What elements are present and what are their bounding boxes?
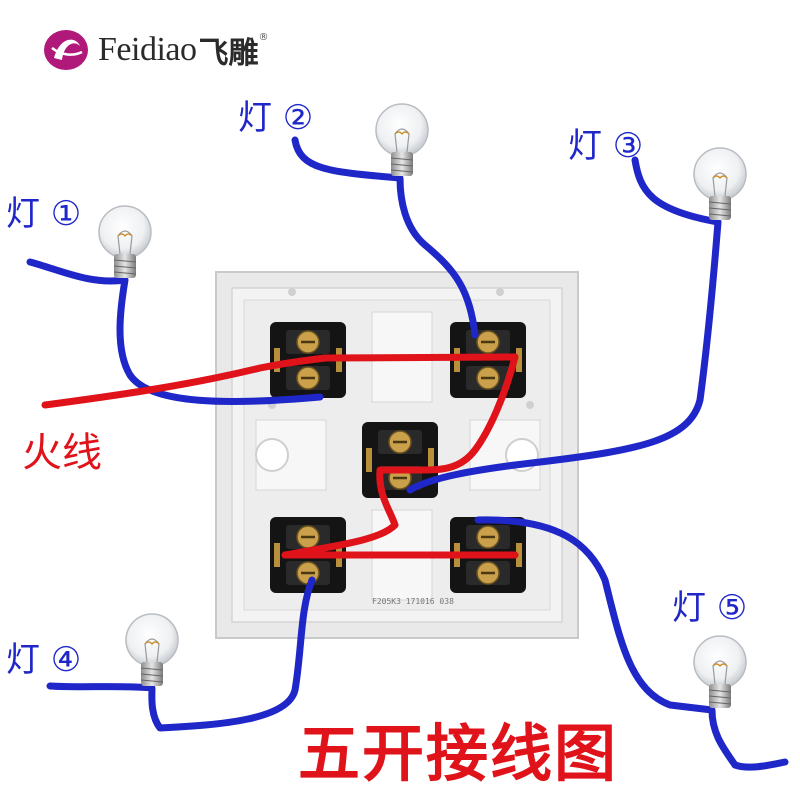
live-wire-feed [41,353,519,409]
lamp-1-bulb [98,205,152,279]
load-wire-1 [26,258,324,406]
lamp-2-bulb [375,103,429,177]
lamp-4-bulb [125,613,179,687]
live-wire [41,353,519,559]
lamp-5-label: 灯 ⑤ [672,588,748,628]
live-wire-label: 火线 [22,430,102,476]
brand-name-cn: 飞雕 [198,36,259,71]
lamp-3-label: 灯 ③ [568,126,644,166]
brand-registered-mark: ® [258,32,269,43]
diagram-title: 五开接线图 [298,717,619,790]
switch-panel: F205K3 171016 038 [215,271,579,639]
brand: Feidiao 飞雕 ® [92,28,268,72]
load-wire-5 [474,516,789,771]
live-wire-drop [281,353,519,559]
panel-print: F205K3 171016 038 [372,597,454,606]
lamp-5-bulb [693,635,747,709]
load-wire-2 [291,136,479,339]
brand-name-latin: Feidiao [98,31,197,68]
switch-terminal-3 [360,420,440,500]
lamp-1-label: 灯 ① [6,194,82,234]
load-wire-3 [406,156,722,494]
load-wires [26,136,789,771]
lamp-3-bulb [693,147,747,221]
load-wire-4 [46,576,316,732]
lamp-2-label: 灯 ② [238,98,314,138]
brand-logo-icon [44,30,88,70]
lamp-4-label: 灯 ④ [6,640,82,680]
